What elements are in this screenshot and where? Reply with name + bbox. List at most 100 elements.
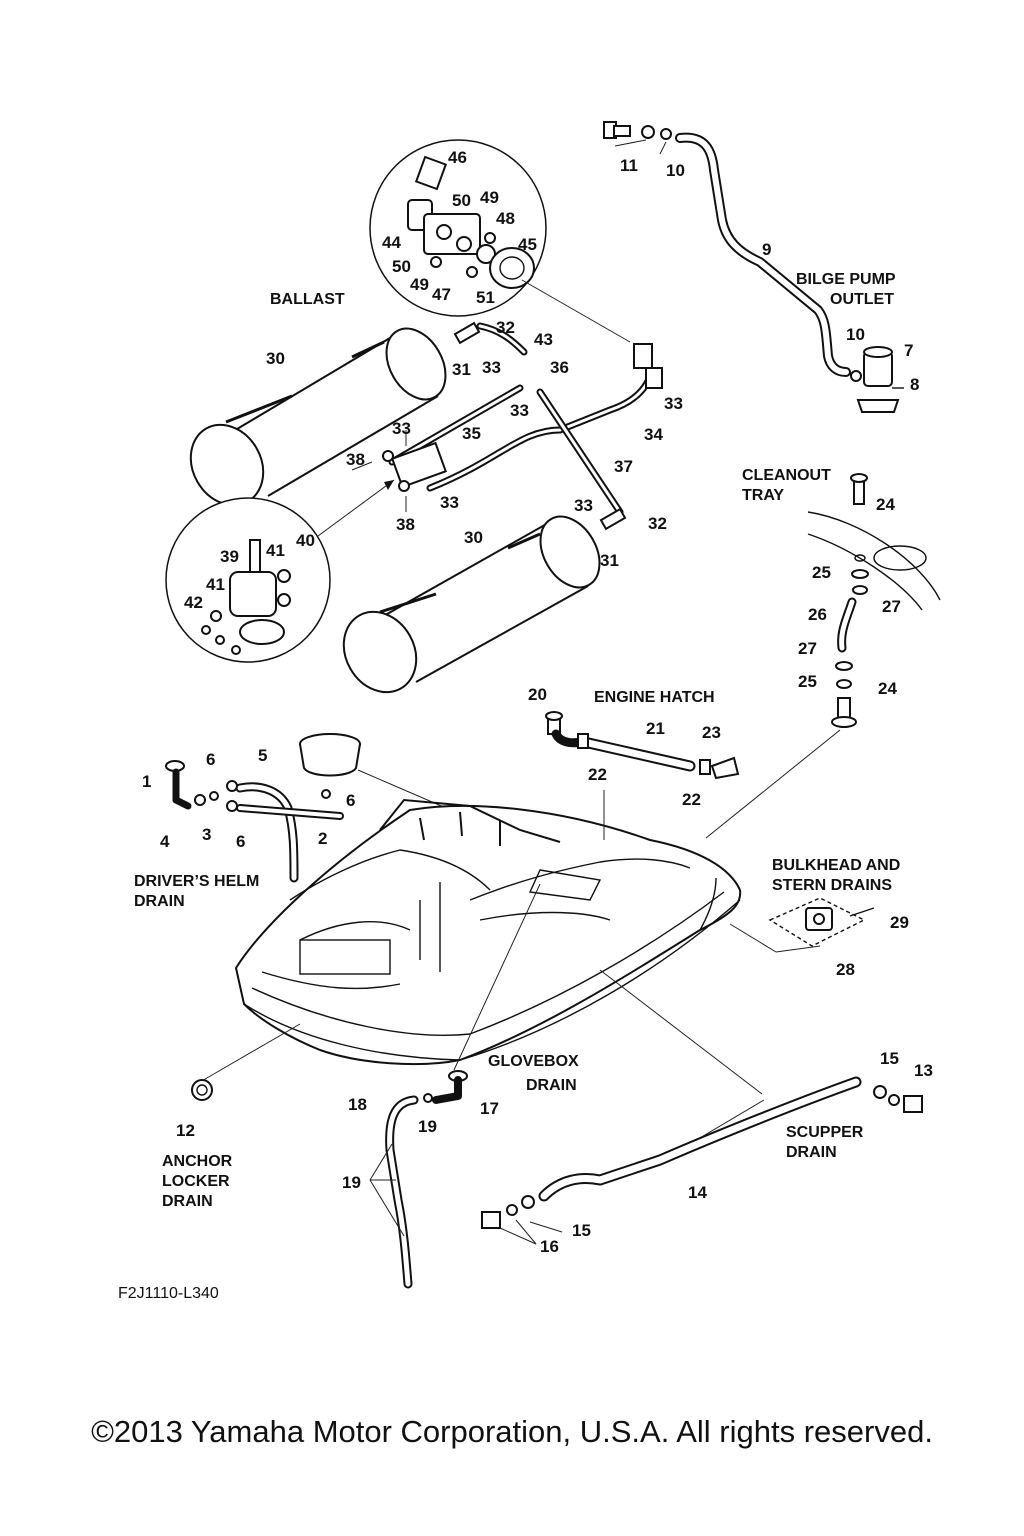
label-bilge-pump-2: OUTLET bbox=[830, 291, 894, 308]
callout-4: 4 bbox=[160, 832, 170, 851]
label-ballast: BALLAST bbox=[270, 291, 345, 308]
leader-lines bbox=[199, 883, 821, 1165]
callout-51: 51 bbox=[476, 288, 495, 307]
callout-17: 17 bbox=[480, 1099, 499, 1118]
callout-18: 18 bbox=[348, 1095, 367, 1114]
callout-10: 10 bbox=[666, 161, 685, 180]
callout-13: 13 bbox=[914, 1061, 933, 1080]
callout-numbers: 46 50 49 48 44 45 50 49 47 51 11 10 9 10… bbox=[142, 148, 933, 1256]
callout-30: 30 bbox=[266, 349, 285, 368]
callout-34: 34 bbox=[644, 425, 663, 444]
anchor-locker-drain bbox=[191, 1079, 213, 1101]
drivers-helm-drain bbox=[165, 733, 447, 883]
callout-3: 3 bbox=[202, 825, 211, 844]
callout-33: 33 bbox=[482, 358, 501, 377]
callout-28: 28 bbox=[836, 960, 855, 979]
callout-10b: 10 bbox=[846, 325, 865, 344]
callout-14: 14 bbox=[688, 1183, 707, 1202]
callout-47: 47 bbox=[432, 285, 451, 304]
callout-49b: 49 bbox=[410, 275, 429, 294]
label-engine-hatch: ENGINE HATCH bbox=[594, 689, 715, 706]
scupper-drain bbox=[481, 1076, 923, 1245]
engine-hatch-drain bbox=[545, 711, 740, 780]
callout-16: 16 bbox=[540, 1237, 559, 1256]
label-cleanout-1: CLEANOUT bbox=[742, 467, 831, 484]
callout-44: 44 bbox=[382, 233, 401, 252]
callout-6c: 6 bbox=[236, 832, 245, 851]
callout-38: 38 bbox=[346, 450, 365, 469]
callout-25: 25 bbox=[812, 563, 831, 582]
label-anchor-2: LOCKER bbox=[162, 1173, 230, 1190]
callout-36: 36 bbox=[550, 358, 569, 377]
callout-9: 9 bbox=[762, 240, 771, 259]
label-bilge-pump-1: BILGE PUMP bbox=[796, 271, 896, 288]
callout-7: 7 bbox=[904, 341, 913, 360]
callout-1: 1 bbox=[142, 772, 151, 791]
callout-5: 5 bbox=[258, 746, 267, 765]
callout-20: 20 bbox=[528, 685, 547, 704]
label-glovebox-1: GLOVEBOX bbox=[488, 1053, 579, 1070]
callout-50b: 50 bbox=[392, 257, 411, 276]
boat-hull bbox=[234, 729, 841, 1066]
callout-33d: 33 bbox=[392, 419, 411, 438]
label-bulkhead-1: BULKHEAD AND bbox=[772, 857, 900, 874]
callout-32b: 32 bbox=[648, 514, 667, 533]
copyright-notice: ©2013 Yamaha Motor Corporation, U.S.A. A… bbox=[91, 1414, 933, 1449]
figure-code: F2J1110-L340 bbox=[118, 1285, 219, 1302]
ballast-valve-detail bbox=[369, 139, 631, 343]
callout-27: 27 bbox=[882, 597, 901, 616]
callout-27b: 27 bbox=[798, 639, 817, 658]
bulkhead-stern-drain bbox=[768, 897, 875, 947]
ballast-tank-lower bbox=[342, 515, 601, 694]
callout-42: 42 bbox=[184, 593, 203, 612]
label-anchor-3: DRAIN bbox=[162, 1193, 213, 1210]
label-drivers-helm-2: DRAIN bbox=[134, 893, 185, 910]
callout-35: 35 bbox=[462, 424, 481, 443]
callout-33c: 33 bbox=[664, 394, 683, 413]
bilge-pump-outlet bbox=[603, 121, 904, 413]
glovebox-drain bbox=[369, 1070, 468, 1289]
callout-33e: 33 bbox=[574, 496, 593, 515]
callout-22: 22 bbox=[588, 765, 607, 784]
ballast-plumbing bbox=[351, 321, 663, 531]
callout-48: 48 bbox=[496, 209, 515, 228]
callout-22b: 22 bbox=[682, 790, 701, 809]
callout-24: 24 bbox=[876, 495, 895, 514]
callout-15: 15 bbox=[880, 1049, 899, 1068]
callout-31: 31 bbox=[452, 360, 471, 379]
callout-15b: 15 bbox=[572, 1221, 591, 1240]
callout-40: 40 bbox=[296, 531, 315, 550]
callout-24b: 24 bbox=[878, 679, 897, 698]
cleanout-tray bbox=[807, 473, 941, 728]
label-glovebox-2: DRAIN bbox=[526, 1077, 577, 1094]
callout-38b: 38 bbox=[396, 515, 415, 534]
callout-41b: 41 bbox=[206, 575, 225, 594]
label-anchor-1: ANCHOR bbox=[162, 1153, 233, 1170]
label-drivers-helm-1: DRIVER’S HELM bbox=[134, 873, 259, 890]
callout-43: 43 bbox=[534, 330, 553, 349]
callout-50: 50 bbox=[452, 191, 471, 210]
callout-26: 26 bbox=[808, 605, 827, 624]
callout-33f: 33 bbox=[440, 493, 459, 512]
section-labels: BALLAST BILGE PUMP OUTLET CLEANOUT TRAY … bbox=[134, 271, 900, 1210]
label-bulkhead-2: STERN DRAINS bbox=[772, 877, 892, 894]
ballast-tank-upper bbox=[189, 327, 447, 507]
callout-41: 41 bbox=[266, 541, 285, 560]
callout-11: 11 bbox=[620, 156, 638, 175]
callout-33b: 33 bbox=[510, 401, 529, 420]
callout-39: 39 bbox=[220, 547, 239, 566]
callout-32: 32 bbox=[496, 318, 515, 337]
callout-45: 45 bbox=[518, 235, 537, 254]
callout-29: 29 bbox=[890, 913, 909, 932]
callout-46: 46 bbox=[448, 148, 467, 167]
callout-19b: 19 bbox=[342, 1173, 361, 1192]
callout-31b: 31 bbox=[600, 551, 619, 570]
callout-25b: 25 bbox=[798, 672, 817, 691]
callout-8: 8 bbox=[910, 375, 919, 394]
callout-37: 37 bbox=[614, 457, 633, 476]
callout-49: 49 bbox=[480, 188, 499, 207]
callout-30b: 30 bbox=[464, 528, 483, 547]
label-scupper-1: SCUPPER bbox=[786, 1124, 864, 1141]
label-cleanout-2: TRAY bbox=[742, 487, 784, 504]
callout-21: 21 bbox=[646, 719, 665, 738]
